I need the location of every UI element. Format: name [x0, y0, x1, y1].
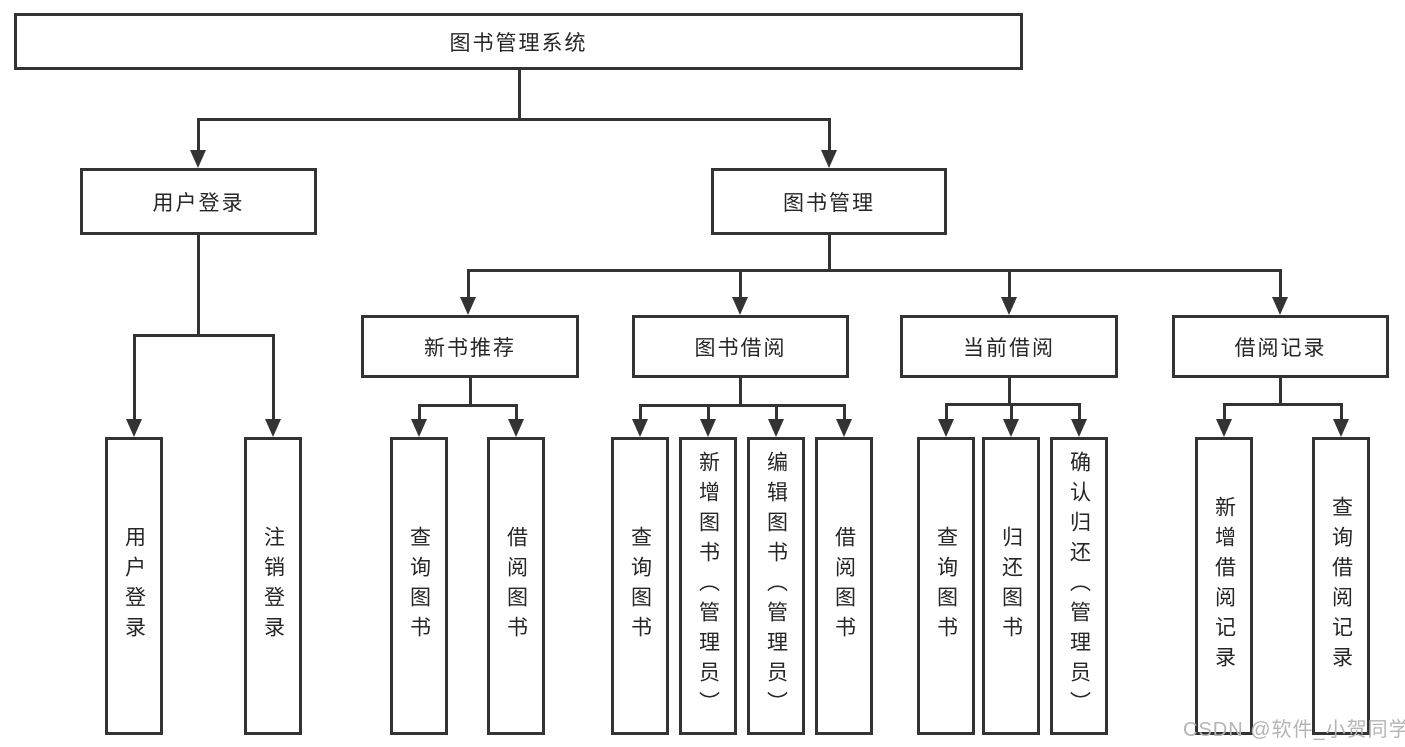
leaf-borrow-book-recommend: 借阅图书	[487, 437, 545, 735]
node-borrow-record: 借阅记录	[1172, 315, 1389, 378]
arrowhead-icon	[460, 297, 476, 315]
connector-line	[1010, 403, 1013, 421]
connector-line	[467, 269, 470, 299]
leaf-edit-book-admin: 编辑图书（管理员）	[747, 437, 805, 735]
node-new-book-recommend: 新书推荐	[361, 315, 579, 378]
node-current-borrow: 当前借阅	[900, 315, 1118, 378]
node-borrow-record-label: 借阅记录	[1234, 336, 1327, 360]
leaf-query-book-recommend: 查询图书	[390, 437, 448, 735]
connector-line	[418, 404, 421, 421]
arrowhead-icon	[768, 419, 784, 437]
leaf-return-book-label: 归还图书	[999, 526, 1023, 646]
connector-line	[133, 334, 275, 337]
arrowhead-icon	[732, 297, 748, 315]
node-new-book-recommend-label: 新书推荐	[424, 336, 516, 360]
leaf-query-book-current-label: 查询图书	[934, 526, 958, 646]
connector-line	[843, 404, 846, 421]
connector-line	[197, 118, 200, 154]
arrowhead-icon	[700, 419, 716, 437]
arrowhead-icon	[1216, 419, 1232, 437]
connector-line	[828, 235, 831, 271]
arrowhead-icon	[836, 419, 852, 437]
leaf-borrow-book: 借阅图书	[815, 437, 873, 735]
connector-line	[639, 404, 642, 421]
arrowhead-icon	[1003, 419, 1019, 437]
arrowhead-icon	[1333, 419, 1349, 437]
connector-line	[1223, 403, 1343, 406]
connector-line	[707, 404, 710, 421]
connector-line	[739, 378, 742, 406]
connector-line	[1078, 403, 1081, 421]
connector-line	[945, 403, 1081, 406]
csdn-watermark: CSDN @软件_小贺同学	[1183, 719, 1405, 741]
node-book-management-label: 图书管理	[783, 191, 875, 215]
leaf-query-borrow-record: 查询借阅记录	[1312, 437, 1370, 735]
leaf-query-book-current: 查询图书	[917, 437, 975, 735]
arrowhead-icon	[190, 150, 206, 168]
connector-line	[1279, 378, 1282, 405]
arrowhead-icon	[821, 150, 837, 168]
connector-line	[197, 118, 831, 121]
leaf-query-book-borrow-label: 查询图书	[628, 526, 652, 646]
arrowhead-icon	[1071, 419, 1087, 437]
leaf-query-borrow-record-label: 查询借阅记录	[1329, 496, 1353, 676]
connector-line	[518, 70, 521, 120]
leaf-query-book-recommend-label: 查询图书	[407, 526, 431, 646]
connector-line	[197, 235, 200, 336]
node-user-login-label: 用户登录	[152, 191, 245, 215]
connector-line	[418, 404, 518, 407]
leaf-user-login: 用户登录	[105, 437, 163, 735]
leaf-query-book-borrow: 查询图书	[611, 437, 669, 735]
connector-line	[1008, 269, 1011, 299]
node-current-borrow-label: 当前借阅	[963, 336, 1055, 360]
node-user-login: 用户登录	[80, 168, 317, 235]
leaf-add-borrow-record: 新增借阅记录	[1195, 437, 1253, 735]
connector-line	[739, 269, 742, 299]
connector-line	[1279, 269, 1282, 299]
arrowhead-icon	[632, 419, 648, 437]
leaf-add-book-admin: 新增图书（管理员）	[679, 437, 737, 735]
arrowhead-icon	[265, 419, 281, 437]
leaf-confirm-return-admin-label: 确认归还（管理员）	[1067, 451, 1091, 721]
connector-line	[775, 404, 778, 421]
arrowhead-icon	[411, 419, 427, 437]
connector-line	[272, 334, 275, 421]
arrowhead-icon	[1272, 297, 1288, 315]
connector-line	[467, 269, 1282, 272]
node-book-management: 图书管理	[711, 168, 947, 235]
connector-line	[828, 118, 831, 154]
leaf-logout: 注销登录	[244, 437, 302, 735]
node-root-label: 图书管理系统	[449, 31, 588, 55]
connector-line	[1008, 378, 1011, 405]
leaf-borrow-book-label: 借阅图书	[832, 526, 856, 646]
arrowhead-icon	[508, 419, 524, 437]
connector-line	[133, 334, 136, 421]
leaf-edit-book-admin-label: 编辑图书（管理员）	[764, 451, 788, 721]
leaf-borrow-book-recommend-label: 借阅图书	[504, 526, 528, 646]
node-root: 图书管理系统	[14, 13, 1023, 70]
arrowhead-icon	[126, 419, 142, 437]
connector-line	[515, 404, 518, 421]
node-book-borrow-label: 图书借阅	[694, 336, 787, 360]
connector-line	[469, 378, 472, 406]
arrowhead-icon	[1001, 297, 1017, 315]
leaf-logout-label: 注销登录	[261, 526, 285, 646]
connector-line	[639, 404, 846, 407]
connector-line	[945, 403, 948, 421]
connector-line	[1340, 403, 1343, 421]
node-book-borrow: 图书借阅	[632, 315, 849, 378]
connector-line	[1223, 403, 1226, 421]
leaf-add-borrow-record-label: 新增借阅记录	[1212, 496, 1236, 676]
leaf-user-login-label: 用户登录	[122, 526, 146, 646]
leaf-add-book-admin-label: 新增图书（管理员）	[696, 451, 720, 721]
arrowhead-icon	[938, 419, 954, 437]
leaf-confirm-return-admin: 确认归还（管理员）	[1050, 437, 1108, 735]
leaf-return-book: 归还图书	[982, 437, 1040, 735]
